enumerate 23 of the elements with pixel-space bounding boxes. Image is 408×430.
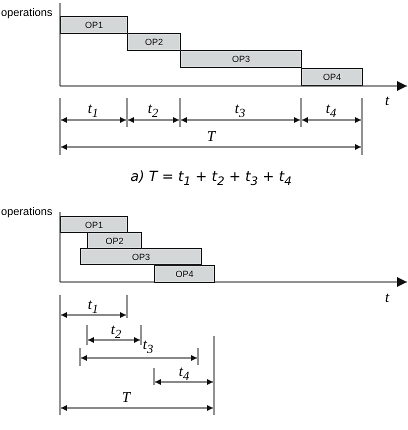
axis-label: operations: [1, 8, 52, 19]
operation-bar: OP3: [180, 50, 302, 68]
operation-bar: OP2: [127, 33, 181, 51]
operation-bar: OP4: [301, 68, 363, 86]
dimension-label: T: [122, 391, 130, 406]
dimension-label: t$_{4}$: [326, 102, 336, 120]
dimension-label: t$_{1}$: [88, 102, 98, 120]
dimension-label: t$_{3}$: [142, 338, 154, 356]
operation-bar: OP3: [80, 248, 202, 265]
dimension-label: t$_{3}$: [234, 102, 246, 120]
axis-label: t: [385, 94, 390, 109]
dimension-label: t$_{2}$: [148, 102, 158, 120]
dimension-label: T: [206, 130, 216, 145]
axis-label: operations: [1, 207, 52, 218]
operation-bar: OP4: [154, 265, 215, 283]
operation-bar: OP2: [87, 232, 142, 249]
operation-bar: OP1: [60, 16, 128, 34]
dimension-label: t$_{2}$: [110, 323, 122, 340]
dimension-label: t$_{1}$: [88, 298, 98, 316]
dimension-label: t$_{4}$: [178, 365, 190, 382]
axis-label: t: [385, 291, 390, 306]
operation-bar: OP1: [60, 216, 128, 233]
caption: a) T = t$_{1}$ + t$_{2}$ + t$_{3}$ + t$_{4}$: [130, 170, 292, 188]
